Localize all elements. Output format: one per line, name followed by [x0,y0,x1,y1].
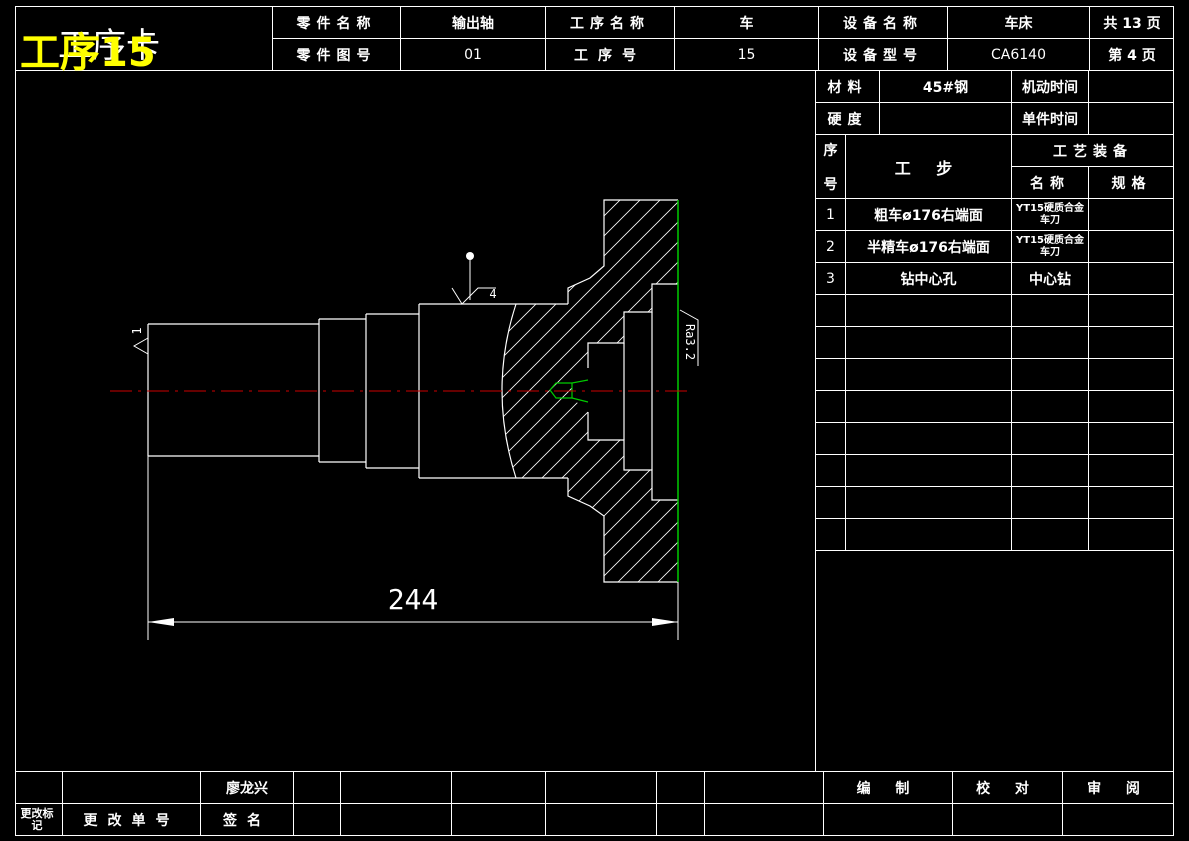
step-row-2-step: 半精车ø176右端面 [867,239,990,256]
compile-label: 编 制 [856,780,920,797]
process-no-label: 工序号 [574,47,646,64]
part-name-label: 零件名称 [296,15,377,32]
step-row-2-tool: YT15硬质合金车刀 [1016,234,1084,258]
step-label: 工 步 [894,158,963,178]
drawing-no-value: 01 [464,46,482,63]
equipment-name-value: 车床 [1004,15,1033,32]
card-title-overlay: 工序15 [20,30,156,76]
step-row-3-step: 钻中心孔 [900,271,957,288]
roughness-left-symbol [132,337,149,370]
hardness-label: 硬度 [827,111,868,128]
sign-label: 签名 [223,812,271,829]
material-value: 45#钢 [922,79,969,96]
step-row-1-tool: YT15硬质合金车刀 [1016,202,1084,226]
machine-time-value [1089,71,1174,102]
change-no-label: 更改单号 [83,812,180,829]
card-title-primary: 工序卡 [58,26,160,66]
unit-time-value [1089,103,1174,134]
process-no-value: 15 [737,46,756,63]
step-row-1-seq: 1 [826,206,835,223]
total-pages: 共 13 页 [1103,15,1161,32]
roughness-left-value: 1 [130,327,144,335]
process-name-value: 车 [739,15,754,32]
dimension-244-label: 244 [387,582,439,616]
seq-label-bottom: 号 [823,177,838,193]
step-row-2-spec [1089,231,1174,262]
designer-name: 廖龙兴 [226,780,268,797]
dimension-244 [147,456,679,640]
step-row-1-step: 粗车ø176右端面 [874,207,983,224]
tool-spec-label: 规格 [1111,175,1152,192]
step-row-2-seq: 2 [826,238,835,255]
shaft-outline [147,199,678,583]
equipment-label: 工艺装备 [1053,143,1133,160]
roughness-right-value: Ra3.2 [683,323,697,361]
equipment-model-label: 设备型号 [843,47,923,64]
check-label: 校 对 [976,780,1039,797]
part-name-value: 输出轴 [452,15,494,32]
section-hatch [502,200,678,582]
card-title: 工序卡 工序15 [20,14,270,76]
page-no: 第 4 页 [1108,47,1156,64]
seq-label-top: 序 [823,143,838,159]
change-mark-label: 更改标记 [20,806,54,832]
roughness-top-value: 4 [489,287,497,301]
material-label: 材料 [827,79,868,96]
hardness-value [880,103,1011,134]
review-label: 审 阅 [1087,780,1150,797]
step-row-3-tool: 中心钻 [1029,271,1071,288]
equipment-name-label: 设备名称 [843,15,923,32]
roughness-right-symbol [679,309,699,366]
step-row-1-spec [1089,199,1174,230]
process-name-label: 工序名称 [570,15,650,32]
drawing-no-label: 零件图号 [296,47,377,64]
step-row-3-spec [1089,263,1174,294]
unit-time-label: 单件时间 [1022,111,1078,128]
leader-dot [466,252,474,260]
equipment-model-value: CA6140 [991,46,1046,63]
machine-time-label: 机动时间 [1022,79,1078,96]
step-row-3-seq: 3 [826,270,835,287]
tool-name-label: 名称 [1030,175,1070,192]
